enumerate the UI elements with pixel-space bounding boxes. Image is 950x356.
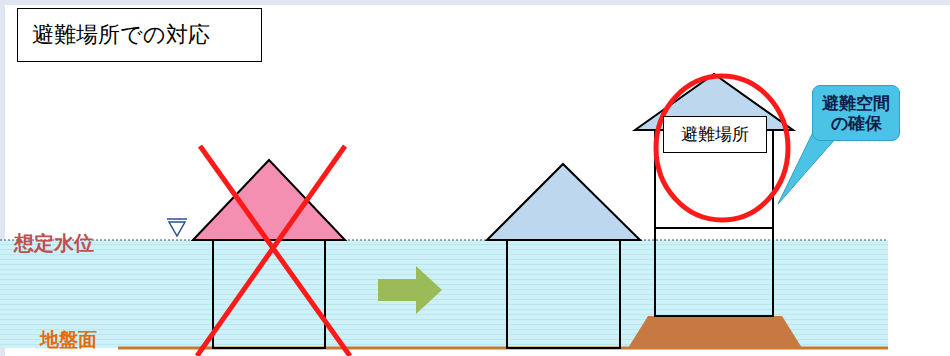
house-body	[655, 228, 773, 316]
ground-level-label: 地盤面	[40, 329, 97, 350]
title-box: 避難場所での対応	[17, 8, 262, 62]
node-text: 避難場所	[681, 124, 749, 144]
raised-mound	[628, 316, 802, 348]
water-area	[0, 240, 888, 348]
water-level-symbol	[169, 222, 185, 236]
title-text: 避難場所での対応	[32, 20, 210, 50]
water-level-line	[0, 240, 888, 241]
refuge-label-box: 避難場所	[663, 116, 767, 153]
water-level-label: 想定水位	[14, 232, 94, 254]
callout-box: 避難空間 の確保	[812, 85, 900, 141]
cross-mark	[197, 146, 345, 356]
frame-band	[0, 0, 950, 5]
node-text: 避難空間 の確保	[820, 93, 892, 134]
house-body	[507, 240, 620, 348]
house-roof	[487, 164, 640, 240]
water-level-symbol	[167, 218, 187, 220]
transition-arrow	[378, 266, 442, 314]
cross-mark	[200, 146, 350, 356]
highlight-circle	[656, 76, 788, 220]
